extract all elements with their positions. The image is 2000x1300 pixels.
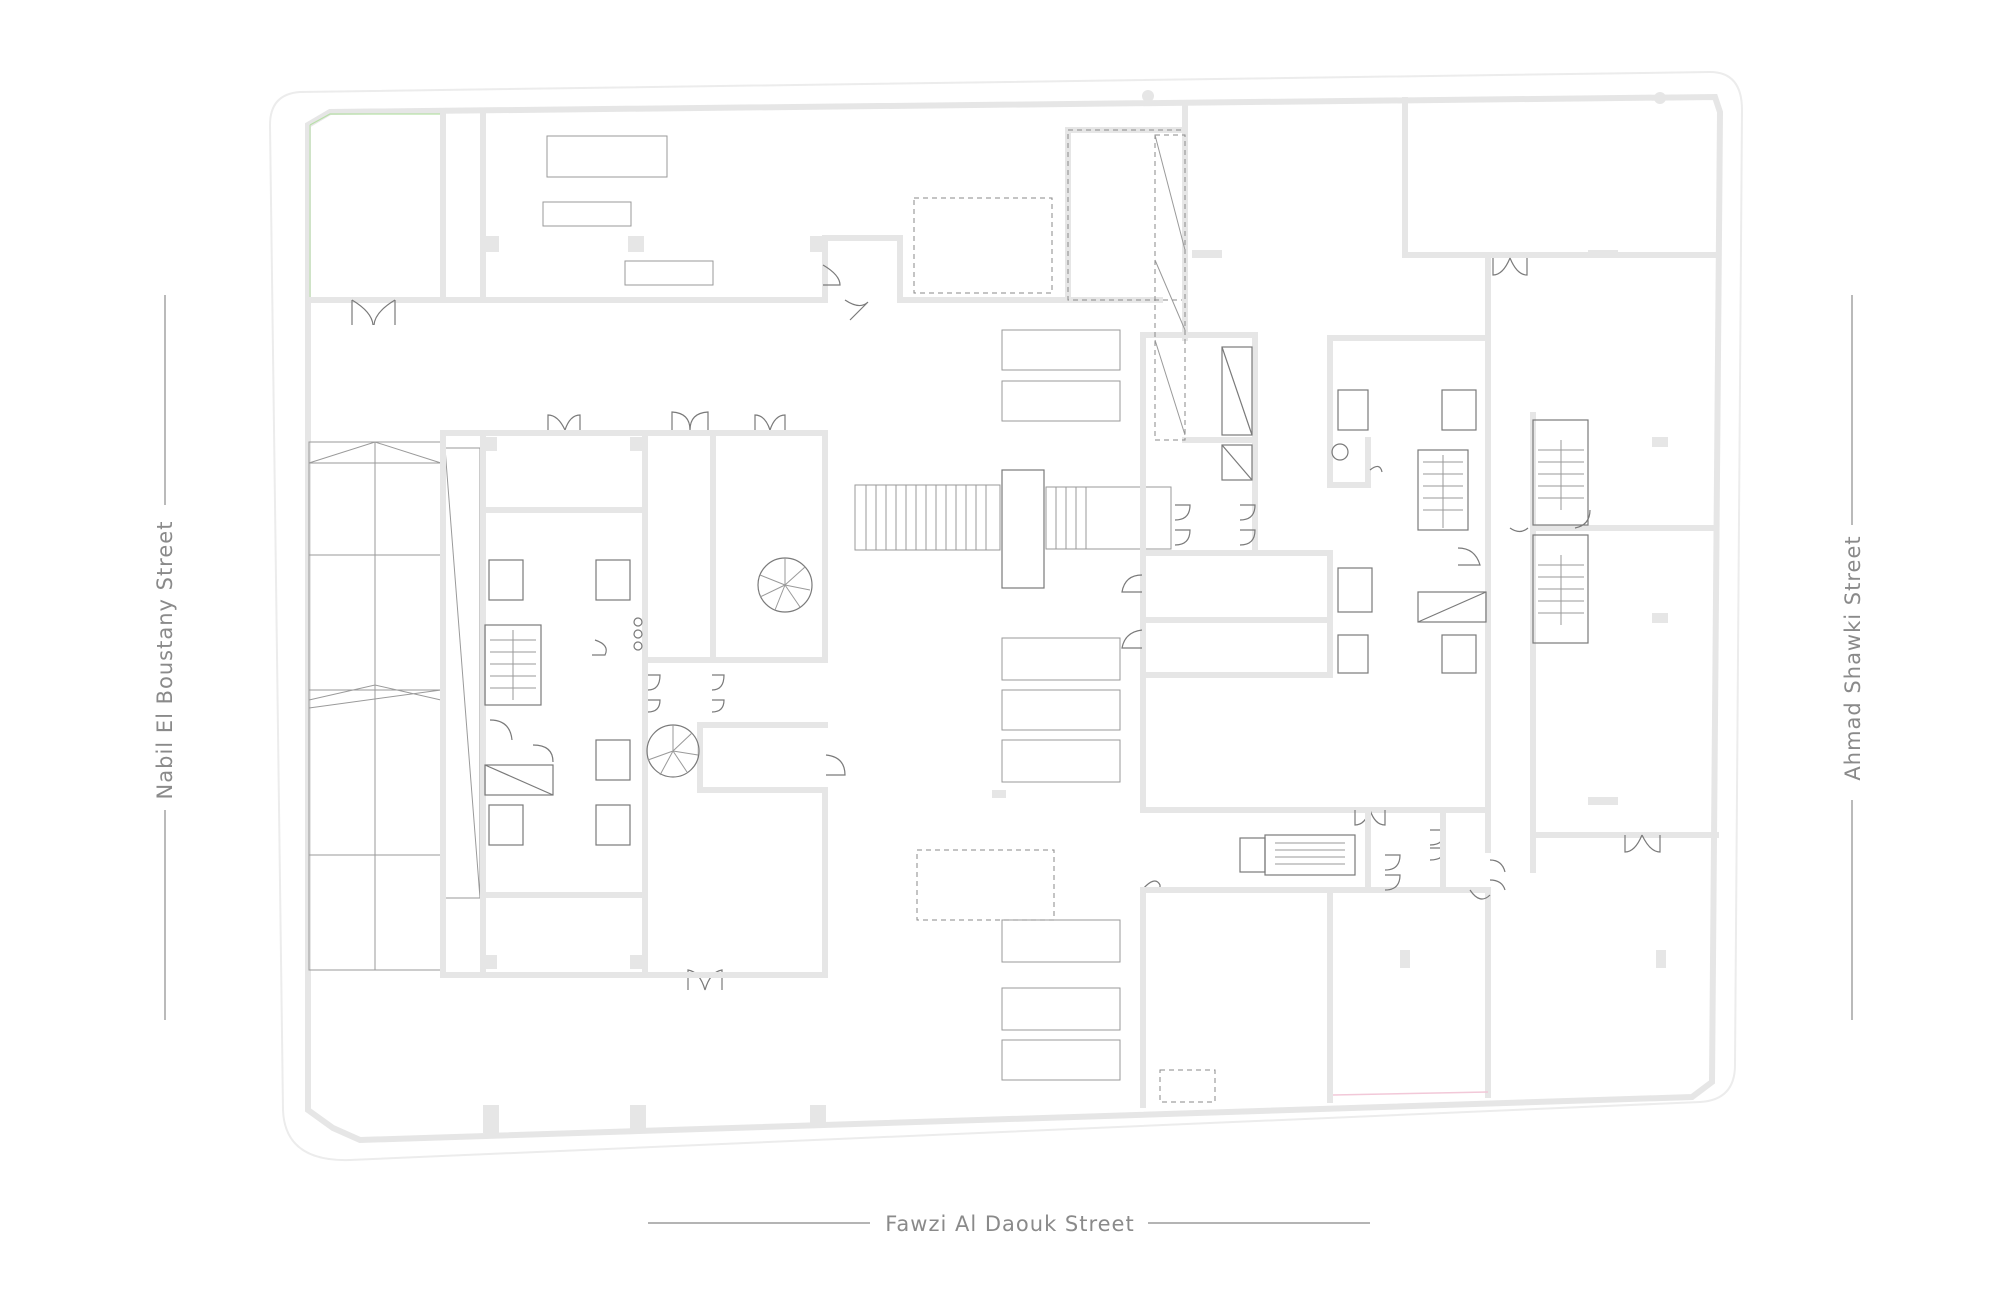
building-outer-wall: [305, 93, 1724, 1144]
central-core: [1121, 134, 1491, 1108]
loading-truck: [1239, 834, 1356, 876]
east-street-label: Ahmad Shawki Street: [1841, 535, 1865, 780]
doors: [351, 257, 1661, 991]
west-street-label: Nabil El Boustany Street: [153, 521, 177, 800]
east-stairs: [1509, 419, 1591, 644]
accent-pink: [1332, 1091, 1489, 1096]
structural-columns: [483, 90, 1668, 1133]
north-rooms: [305, 97, 1719, 873]
central-stair: [854, 469, 1172, 589]
corner-accent-nw: [309, 113, 440, 126]
parking-stalls: [916, 329, 1121, 1081]
car-ramp: [308, 441, 481, 971]
south-street-label: Fawzi Al Daouk Street: [885, 1212, 1134, 1236]
east-core: [1327, 335, 1506, 900]
site-boundary: [268, 70, 1744, 1162]
west-core: [440, 430, 846, 978]
